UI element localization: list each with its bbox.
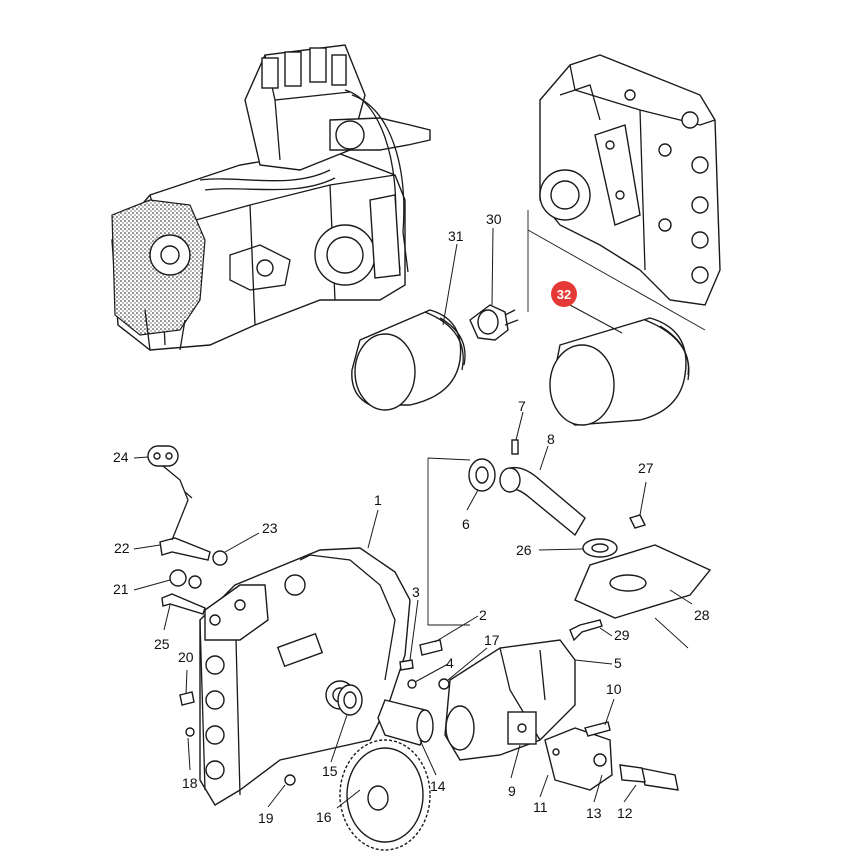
leader-lines xyxy=(133,227,693,809)
callout-15[interactable]: 15 xyxy=(322,763,338,779)
highlight-badge-32[interactable]: 32 xyxy=(551,281,577,307)
pin-2 xyxy=(419,639,443,656)
callout-21[interactable]: 21 xyxy=(113,581,129,597)
oil-filter-32 xyxy=(549,317,690,426)
highlight-badge-circle xyxy=(551,281,577,307)
callout-28[interactable]: 28 xyxy=(694,607,710,623)
callout-29[interactable]: 29 xyxy=(614,627,630,643)
bolt-27 xyxy=(629,514,646,529)
callout-8[interactable]: 8 xyxy=(547,431,555,447)
callout-7[interactable]: 7 xyxy=(518,398,526,414)
adapter-fitting-30 xyxy=(469,304,519,341)
nut-21 xyxy=(169,569,202,589)
callout-13[interactable]: 13 xyxy=(586,805,602,821)
callout-9[interactable]: 9 xyxy=(508,783,516,799)
bushing-14 xyxy=(377,699,434,746)
gasket-26 xyxy=(582,538,618,558)
callout-25[interactable]: 25 xyxy=(154,636,170,652)
shaft-12 xyxy=(619,764,679,791)
transmission-assembly xyxy=(111,44,431,351)
callout-5[interactable]: 5 xyxy=(614,655,622,671)
callout-labels: 31 30 1 2 3 4 5 6 7 8 9 10 11 12 13 14 1… xyxy=(113,211,710,826)
callout-1[interactable]: 1 xyxy=(374,492,382,508)
callout-27[interactable]: 27 xyxy=(638,460,654,476)
hydraulic-pump-5 xyxy=(444,639,576,761)
valve-cover-housing xyxy=(539,54,721,306)
callout-22[interactable]: 22 xyxy=(114,540,130,556)
bolt-22 xyxy=(159,537,211,561)
pin-7 xyxy=(511,439,519,455)
callout-14[interactable]: 14 xyxy=(430,778,446,794)
callout-26[interactable]: 26 xyxy=(516,542,532,558)
pin-20 xyxy=(179,691,195,706)
gear-16 xyxy=(339,739,431,851)
callout-11[interactable]: 11 xyxy=(533,799,548,815)
washer-17 xyxy=(438,678,450,690)
cover-plate-28 xyxy=(574,544,712,619)
suction-pipe-8 xyxy=(468,458,586,537)
bolt-25 xyxy=(161,593,206,615)
nut-23 xyxy=(212,550,228,566)
callout-20[interactable]: 20 xyxy=(178,649,194,665)
highlight-badge-label: 32 xyxy=(557,287,571,302)
callout-12[interactable]: 12 xyxy=(617,805,633,821)
oil-filter-31 xyxy=(351,309,466,411)
callout-6[interactable]: 6 xyxy=(462,516,470,532)
bracket-24 xyxy=(147,445,193,541)
callout-10[interactable]: 10 xyxy=(606,681,622,697)
callout-16[interactable]: 16 xyxy=(316,809,332,825)
callout-4[interactable]: 4 xyxy=(446,655,454,671)
pump-housing-1 xyxy=(199,547,411,806)
callout-31[interactable]: 31 xyxy=(448,228,464,244)
callout-23[interactable]: 23 xyxy=(262,520,278,536)
callout-19[interactable]: 19 xyxy=(258,810,274,826)
bolt-10 xyxy=(584,721,611,737)
cover-11 xyxy=(544,727,613,791)
spacer-15 xyxy=(337,684,363,716)
callout-3[interactable]: 3 xyxy=(412,584,420,600)
callout-17[interactable]: 17 xyxy=(484,632,500,648)
callout-2[interactable]: 2 xyxy=(479,607,487,623)
pin-3 xyxy=(399,659,414,671)
filter-mount-line-diagonal xyxy=(527,229,706,331)
washer-4 xyxy=(407,679,417,689)
callout-18[interactable]: 18 xyxy=(182,775,198,791)
washer-19 xyxy=(284,774,296,786)
callout-30[interactable]: 30 xyxy=(486,211,502,227)
washer-18 xyxy=(185,727,195,737)
callout-24[interactable]: 24 xyxy=(113,449,129,465)
bolt-29 xyxy=(569,619,603,642)
